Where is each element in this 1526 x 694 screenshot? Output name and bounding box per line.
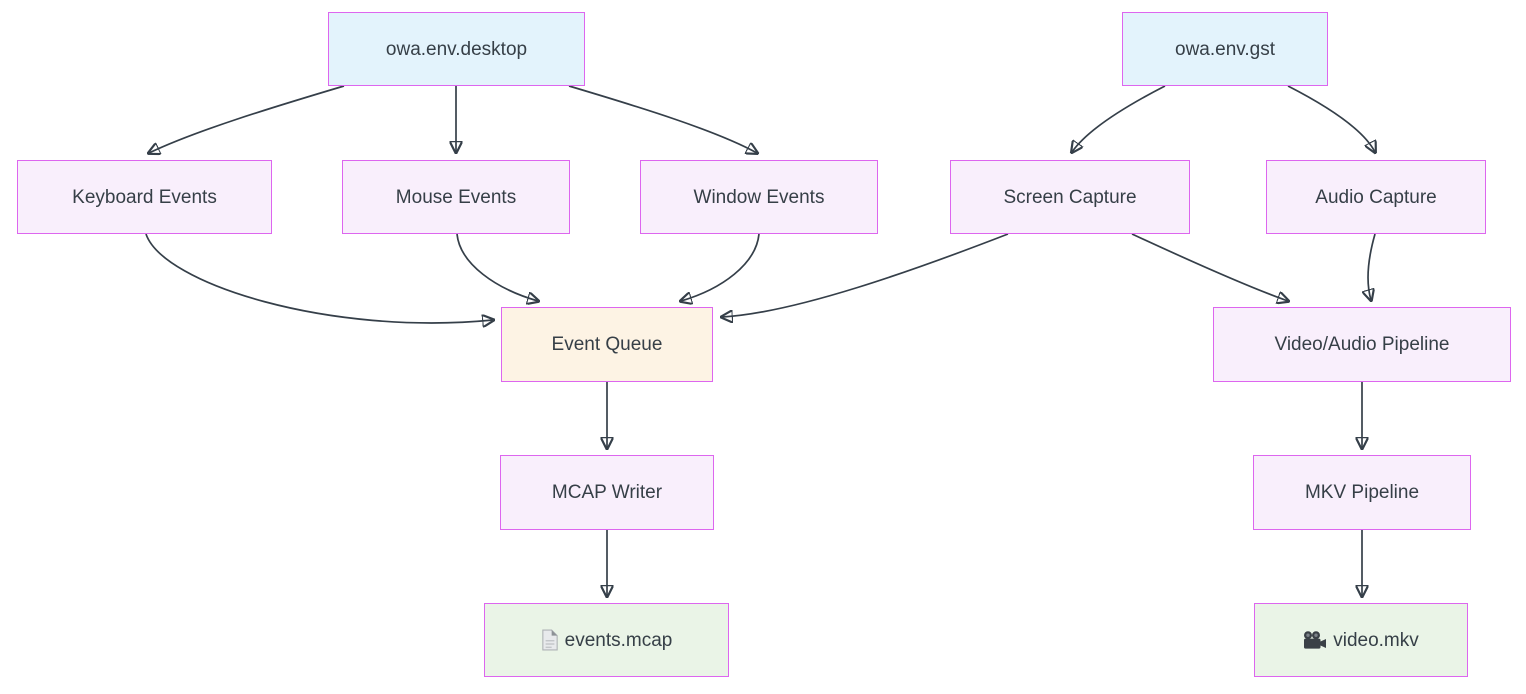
edge-desktop-keyboard [149,85,345,153]
node-mkv-pipeline: MKV Pipeline [1253,455,1471,530]
node-owa-env-gst: owa.env.gst [1122,12,1328,86]
node-owa-env-gst-label: owa.env.gst [1175,38,1275,60]
node-event-queue: Event Queue [501,307,713,382]
node-audio-capture-label: Audio Capture [1315,186,1437,208]
node-mcap-writer: MCAP Writer [500,455,714,530]
node-mouse-events: Mouse Events [342,160,570,234]
node-audio-capture: Audio Capture [1266,160,1486,234]
node-window-events: Window Events [640,160,878,234]
node-video-mkv: video.mkv [1254,603,1468,677]
node-owa-env-desktop: owa.env.desktop [328,12,585,86]
edge-gst-screen [1072,85,1166,152]
node-video-audio-pipeline: Video/Audio Pipeline [1213,307,1511,382]
edge-keyboard-queue [145,233,493,323]
edge-mouse-queue [456,233,538,301]
node-mouse-events-label: Mouse Events [395,186,517,208]
node-video-audio-pipeline-label: Video/Audio Pipeline [1274,334,1450,355]
node-screen-capture-label: Screen Capture [1003,186,1137,208]
edge-screen-queue [722,233,1009,317]
node-video-mkv-label: video.mkv [1333,629,1419,651]
movie-camera-icon [1303,630,1327,650]
edge-audio-pipeline [1368,233,1376,300]
node-window-events-label: Window Events [693,186,825,208]
edge-gst-audio [1287,85,1375,152]
node-mkv-pipeline-label: MKV Pipeline [1304,482,1420,503]
node-event-queue-label: Event Queue [551,334,663,355]
node-keyboard-events: Keyboard Events [17,160,272,234]
node-owa-env-desktop-label: owa.env.desktop [385,38,528,60]
node-events-mcap: events.mcap [484,603,729,677]
document-icon [541,629,559,651]
node-mcap-writer-label: MCAP Writer [551,482,663,503]
node-screen-capture: Screen Capture [950,160,1190,234]
edge-screen-pipeline [1131,233,1288,301]
node-keyboard-events-label: Keyboard Events [72,186,217,208]
edge-window-queue [681,233,760,301]
edge-desktop-window [568,85,757,153]
node-events-mcap-label: events.mcap [564,629,673,651]
